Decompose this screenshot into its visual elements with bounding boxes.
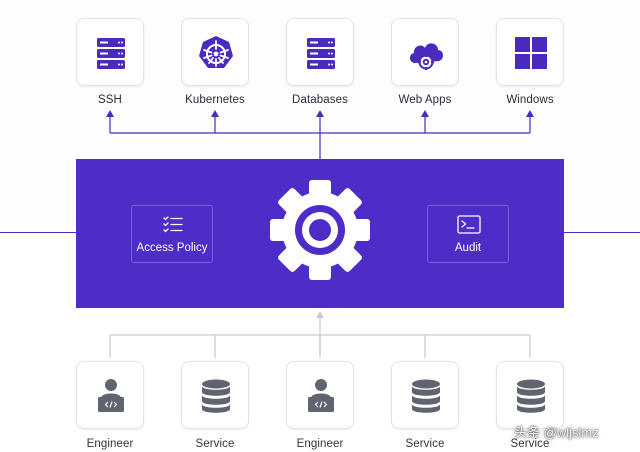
client-card-engineer-2[interactable] xyxy=(286,361,354,429)
target-label-ssh: SSH xyxy=(98,94,122,106)
engineer-laptop-icon xyxy=(308,379,334,412)
client-card-service-2[interactable] xyxy=(391,361,459,429)
client-card-service-3[interactable] xyxy=(496,361,564,429)
target-card-databases[interactable] xyxy=(286,18,354,86)
access-policy-panel[interactable]: Access Policy xyxy=(131,205,213,263)
server-icon xyxy=(307,38,335,69)
upstream-connectors xyxy=(109,115,531,159)
downstream-connectors xyxy=(109,318,531,358)
client-card-engineer-1[interactable] xyxy=(76,361,144,429)
arrowhead-databases xyxy=(316,110,324,117)
client-label-service-3: Service xyxy=(510,438,550,450)
target-card-windows[interactable] xyxy=(496,18,564,86)
arrowhead-webapps xyxy=(421,110,429,117)
kubernetes-icon xyxy=(199,36,233,68)
windows-icon xyxy=(515,37,547,69)
target-card-webapps[interactable] xyxy=(391,18,459,86)
client-label-service-2: Service xyxy=(405,438,445,450)
arrowhead-windows xyxy=(526,110,534,117)
arrowhead-kubernetes xyxy=(211,110,219,117)
target-label-windows: Windows xyxy=(506,94,554,106)
audit-panel[interactable]: Audit xyxy=(427,205,509,263)
cloud-gear-icon xyxy=(409,43,444,70)
arrowhead-ssh xyxy=(106,110,114,117)
target-card-kubernetes[interactable] xyxy=(181,18,249,86)
database-icon xyxy=(517,379,545,413)
upstream-arrowheads xyxy=(106,110,534,117)
client-label-engineer-2: Engineer xyxy=(296,438,344,450)
client-card-service-1[interactable] xyxy=(181,361,249,429)
gear-icon xyxy=(270,180,370,280)
engineer-laptop-icon xyxy=(98,379,124,412)
access-policy-label: Access Policy xyxy=(136,242,208,254)
database-icon xyxy=(202,379,230,413)
audit-label: Audit xyxy=(454,242,482,254)
checklist-icon xyxy=(163,216,183,233)
client-label-service-1: Service xyxy=(195,438,235,450)
target-card-ssh[interactable] xyxy=(76,18,144,86)
client-label-engineer-1: Engineer xyxy=(86,438,134,450)
database-icon xyxy=(412,379,440,413)
target-label-databases: Databases xyxy=(292,94,348,106)
arrowhead-core xyxy=(316,311,324,318)
target-label-kubernetes: Kubernetes xyxy=(185,94,245,106)
target-label-webapps: Web Apps xyxy=(398,94,452,106)
terminal-icon xyxy=(457,215,481,234)
server-icon xyxy=(97,38,125,69)
watermark: 头条 @wljslmz xyxy=(514,425,599,440)
